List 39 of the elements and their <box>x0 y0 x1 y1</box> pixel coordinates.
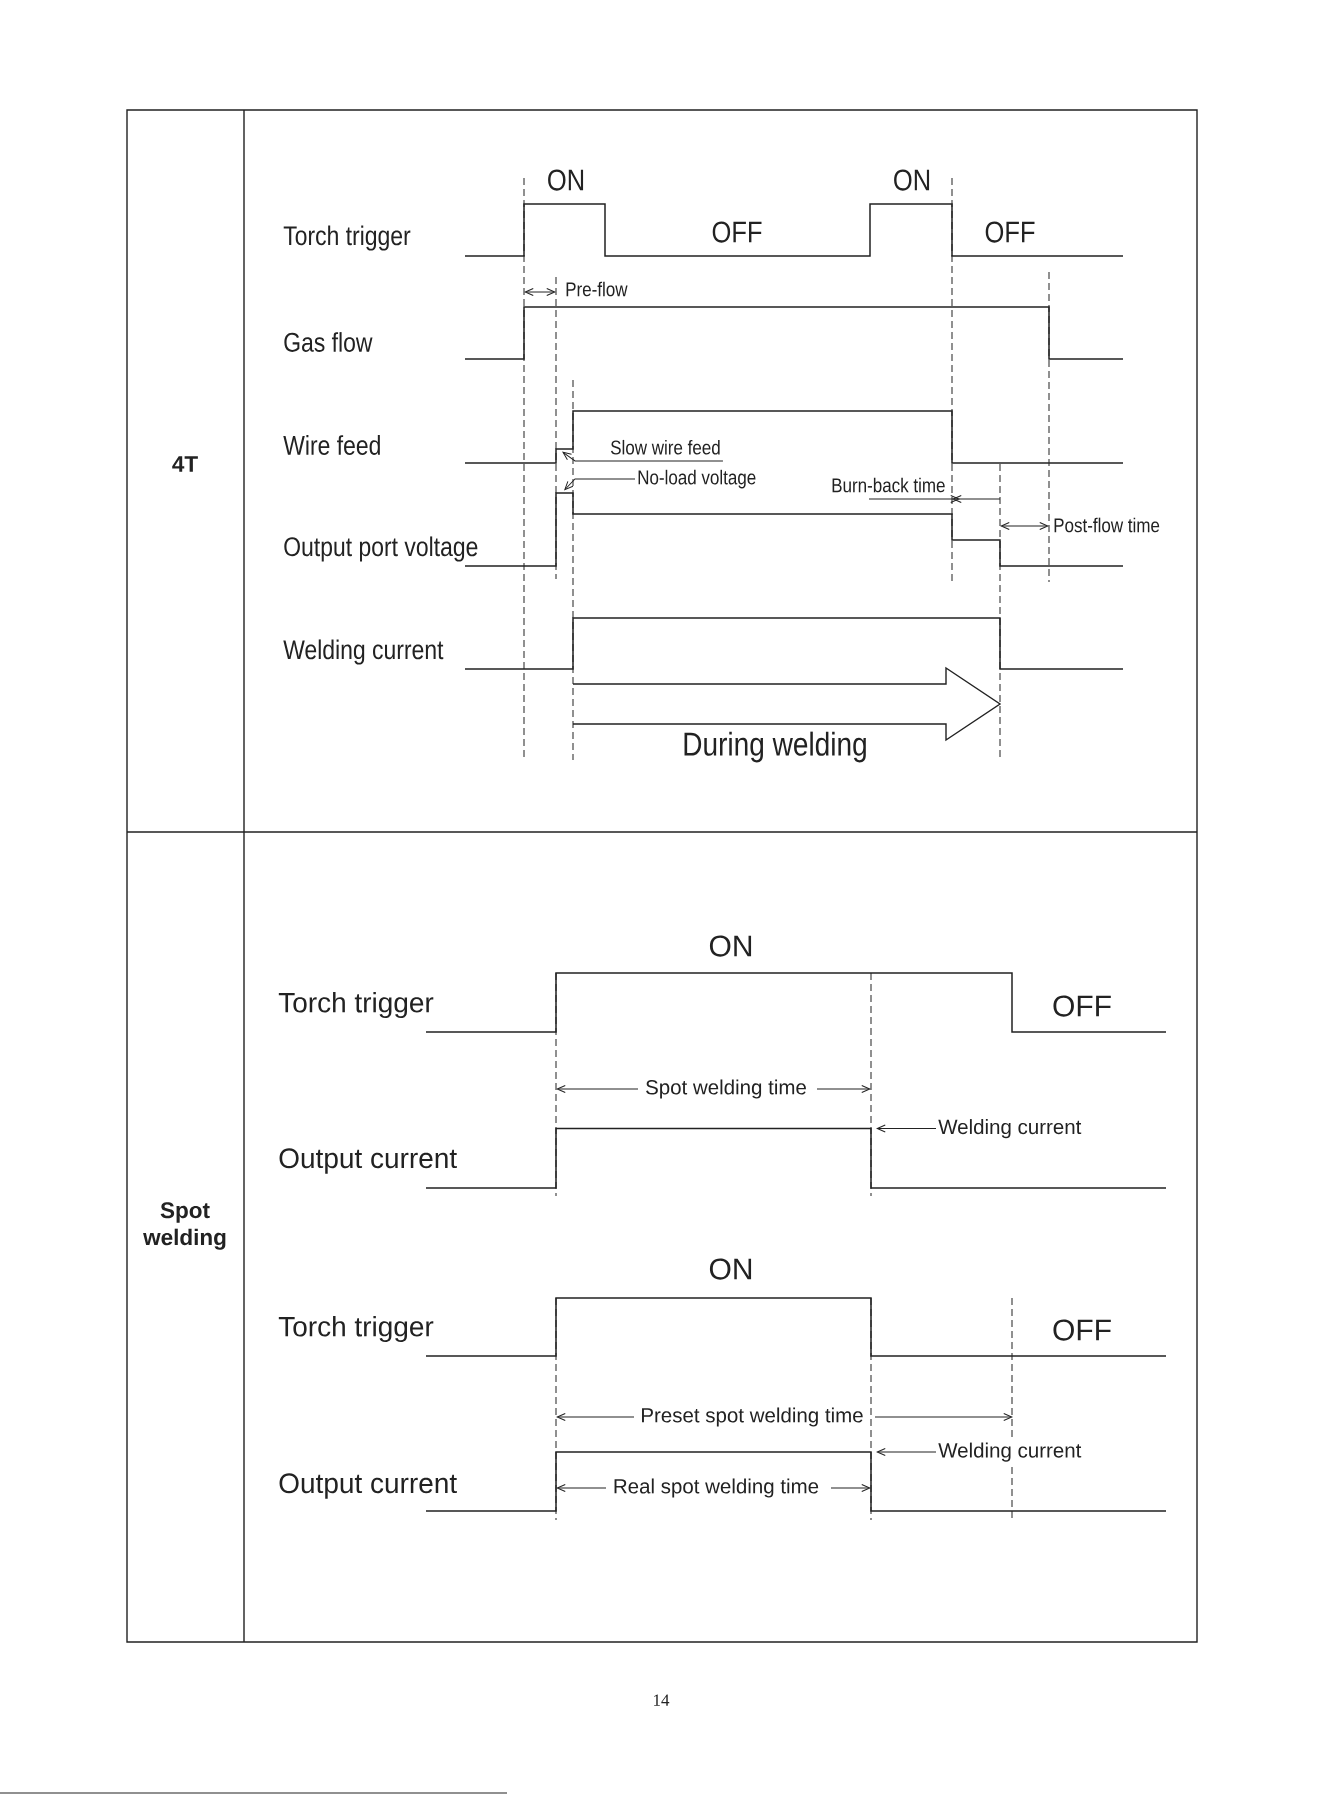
timing-waveform <box>464 203 1124 257</box>
timing-waveform <box>464 306 1124 360</box>
state-label: OFF <box>985 221 1035 243</box>
underlined-callout-label: Slow wire feed <box>607 439 724 462</box>
dimension-label: Real spot welding time <box>614 1478 819 1498</box>
leader-line <box>564 478 636 491</box>
leader-line <box>562 451 609 462</box>
page-number: 14 <box>654 1694 670 1706</box>
signal-label: Gas flow <box>284 332 373 352</box>
signal-label: Torch trigger <box>283 225 411 251</box>
dimension-label: Post-flow time <box>1054 517 1160 533</box>
state-label: ON <box>894 169 930 191</box>
callout-label: Welding current <box>938 1119 1082 1139</box>
signal-label: Torch trigger <box>278 991 434 1019</box>
arrow-label: During welding <box>684 731 866 763</box>
signal-label: Output current <box>279 1148 457 1174</box>
dimension-label: Pre-flow <box>566 281 628 297</box>
row-header: 4T <box>172 456 198 472</box>
signal-label: Welding current <box>283 639 444 665</box>
state-label: ON <box>709 1258 752 1280</box>
signal-label: Wire feed <box>283 435 380 455</box>
state-label: ON <box>548 169 584 191</box>
state-label: ON <box>709 935 752 957</box>
row-header: Spot welding <box>143 1202 226 1250</box>
signal-label: Torch trigger <box>278 1315 434 1343</box>
dimension-label: Burn-back time <box>832 477 945 493</box>
state-label: OFF <box>1053 995 1111 1017</box>
dimension-label: Spot welding time <box>646 1079 806 1099</box>
callout-label: No-load voltage <box>638 469 756 489</box>
callout-label: Welding current <box>938 1442 1082 1462</box>
timing-waveform <box>464 617 1124 670</box>
leader-line <box>876 1448 937 1456</box>
leader-line <box>876 1124 937 1133</box>
timing-waveform <box>464 410 1124 464</box>
state-label: OFF <box>712 221 762 243</box>
state-label: OFF <box>1053 1319 1111 1341</box>
dimension-label: Preset spot welding time <box>642 1407 863 1427</box>
signal-label: Output current <box>279 1473 457 1499</box>
signal-label: Output port voltage <box>284 536 478 562</box>
